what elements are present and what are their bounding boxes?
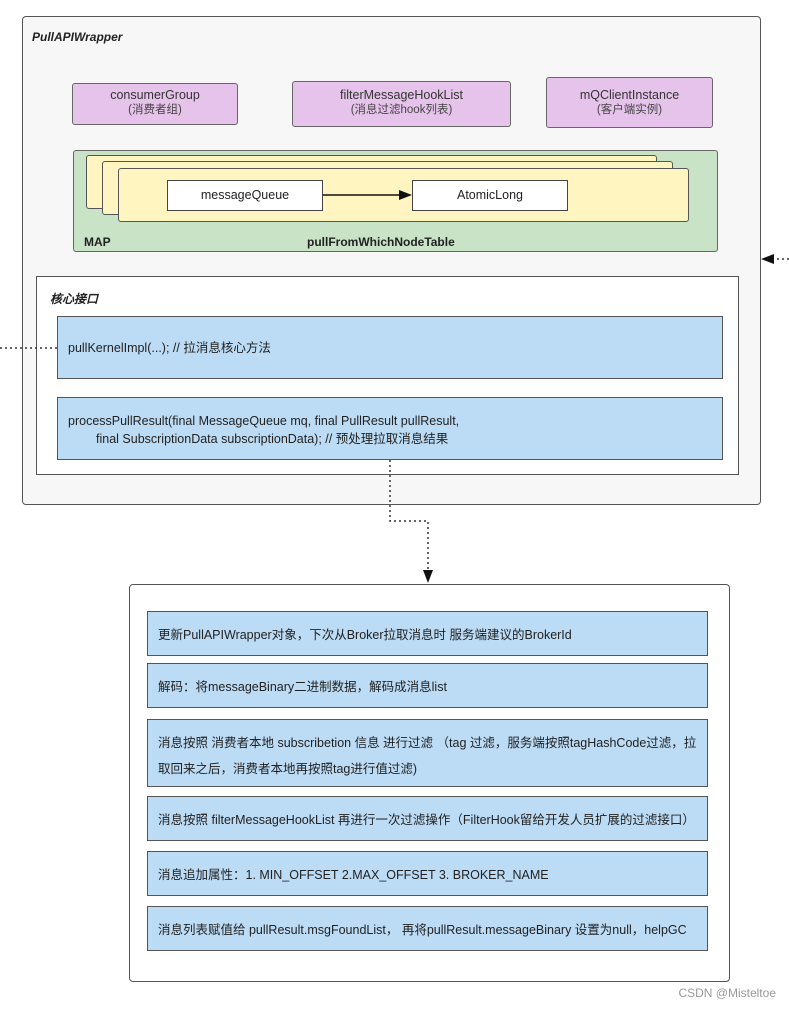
result-arrow-head <box>423 570 433 583</box>
method-text: pullKernelImpl(...); // 拉消息核心方法 <box>68 341 271 355</box>
step-decode: 解码：将messageBinary二进制数据，解码成消息list <box>147 663 708 708</box>
watermark: CSDN @Misteltoe <box>678 986 776 1000</box>
core-interface-title: 核心接口 <box>50 292 99 306</box>
field-filter-message-hook-list: filterMessageHookList (消息过滤hook列表) <box>292 81 511 127</box>
field-name: consumerGroup <box>110 88 200 102</box>
method-text-line-1: processPullResult(final MessageQueue mq,… <box>68 414 460 428</box>
field-desc: (客户端实例) <box>596 104 663 116</box>
field-name: filterMessageHookList <box>340 88 463 102</box>
step-text-line-1: 消息按照 消费者本地 subscribetion 信息 进行过滤 （tag 过滤… <box>158 736 697 750</box>
incoming-arrow-head <box>761 254 774 264</box>
map-type-label: MAP <box>84 235 111 249</box>
step-text: 消息按照 filterMessageHookList 再进行一次过滤操作（Fil… <box>158 813 695 827</box>
step-append-properties: 消息追加属性：1. MIN_OFFSET 2.MAX_OFFSET 3. BRO… <box>147 851 708 896</box>
field-desc: (消息过滤hook列表) <box>350 104 453 116</box>
wrapper-title: PullAPIWrapper <box>32 30 123 44</box>
result-dotted-connector <box>389 460 429 571</box>
step-text: 消息追加属性：1. MIN_OFFSET 2.MAX_OFFSET 3. BRO… <box>158 868 549 882</box>
step-text: 解码：将messageBinary二进制数据，解码成消息list <box>158 680 447 694</box>
field-mqclient-instance: mQClientInstance (客户端实例) <box>546 77 713 128</box>
field-name: mQClientInstance <box>579 88 680 102</box>
method-process-pull-result: processPullResult(final MessageQueue mq,… <box>57 397 723 460</box>
map-value-node: AtomicLong <box>412 180 568 211</box>
method-text-line-2: final SubscriptionData subscriptionData)… <box>96 432 449 446</box>
step-assign-found-list: 消息列表赋值给 pullResult.msgFoundList， 再将pullR… <box>147 906 708 951</box>
field-consumer-group: consumerGroup (消费者组) <box>72 83 238 125</box>
step-filter-subscription: 消息按照 消费者本地 subscribetion 信息 进行过滤 （tag 过滤… <box>147 719 708 787</box>
field-desc: (消费者组) <box>128 104 182 116</box>
map-name-label: pullFromWhichNodeTable <box>307 235 455 249</box>
step-text: 更新PullAPIWrapper对象，下次从Broker拉取消息时 服务端建议的… <box>158 628 572 642</box>
step-update-broker-id: 更新PullAPIWrapper对象，下次从Broker拉取消息时 服务端建议的… <box>147 611 708 656</box>
method-pull-kernel-impl: pullKernelImpl(...); // 拉消息核心方法 <box>57 316 723 379</box>
step-filter-hook: 消息按照 filterMessageHookList 再进行一次过滤操作（Fil… <box>147 796 708 841</box>
step-text-line-2: 取回来之后，消费者本地再按照tag进行值过滤) <box>158 762 418 776</box>
map-key-node: messageQueue <box>167 180 323 211</box>
step-text: 消息列表赋值给 pullResult.msgFoundList， 再将pullR… <box>158 923 687 937</box>
map-arrow-head <box>399 190 412 200</box>
